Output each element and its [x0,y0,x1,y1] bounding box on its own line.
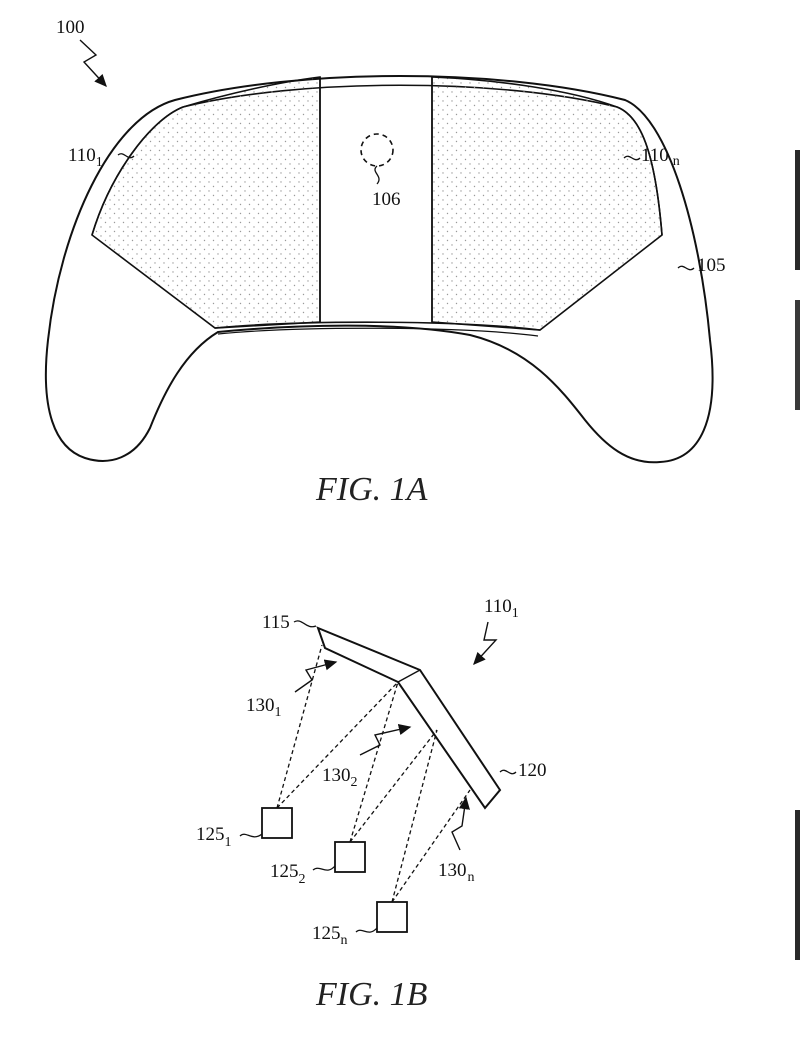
leader-110-last [623,155,641,161]
edge-strip [795,810,800,960]
leader-125-last [355,927,378,933]
housing-lower-rim-outer [217,327,539,337]
housing-lower-rim [214,321,541,331]
ray-1b [276,681,399,809]
leader-110-first [117,153,135,159]
leader-105 [677,265,695,271]
label-125-first: 1251 [196,824,232,850]
label-110-first: 1101 [68,145,103,170]
ray-1a [276,644,323,809]
figure-1b: 115 1101 1301 1302 120 1251 1252 130n 12… [196,596,547,1013]
ray-2a [349,681,399,843]
edge-strip [795,300,800,410]
arrow-130-last [451,796,470,851]
caption-fig-1a: FIG. 1A [315,471,428,508]
label-130-second: 1302 [322,765,358,790]
arrow-130-first [294,659,338,693]
ray-3b [391,789,471,903]
label-100: 100 [56,17,85,38]
leader-115 [293,620,317,628]
label-110-assembly: 1101 [484,596,519,621]
label-125-last: 125n [312,923,348,948]
sensor-box-last [376,901,408,933]
light-rays [276,644,471,903]
label-105: 105 [697,255,726,276]
label-106: 106 [372,189,401,210]
arrow-110-assembly [473,621,498,666]
leader-125-first [239,833,263,838]
leader-120 [499,769,517,775]
edge-strip [795,150,800,270]
label-130-first: 1301 [246,695,282,720]
leader-106 [374,165,380,185]
sensor-box-first [261,807,293,839]
label-120: 120 [518,760,547,781]
ray-2b [349,729,438,843]
ray-3a [391,729,438,903]
leader-100 [79,39,107,88]
sensor-box-second [334,841,366,873]
arrow-130-second [359,724,412,756]
label-125-second: 1252 [270,861,306,887]
label-130-last: 130n [438,860,475,885]
center-element-circle [360,133,394,167]
label-115: 115 [262,612,290,633]
leader-125-second [312,865,336,871]
caption-fig-1b: FIG. 1B [315,976,428,1013]
reflector-bend-line [397,669,421,683]
display-panel-right [431,76,663,331]
